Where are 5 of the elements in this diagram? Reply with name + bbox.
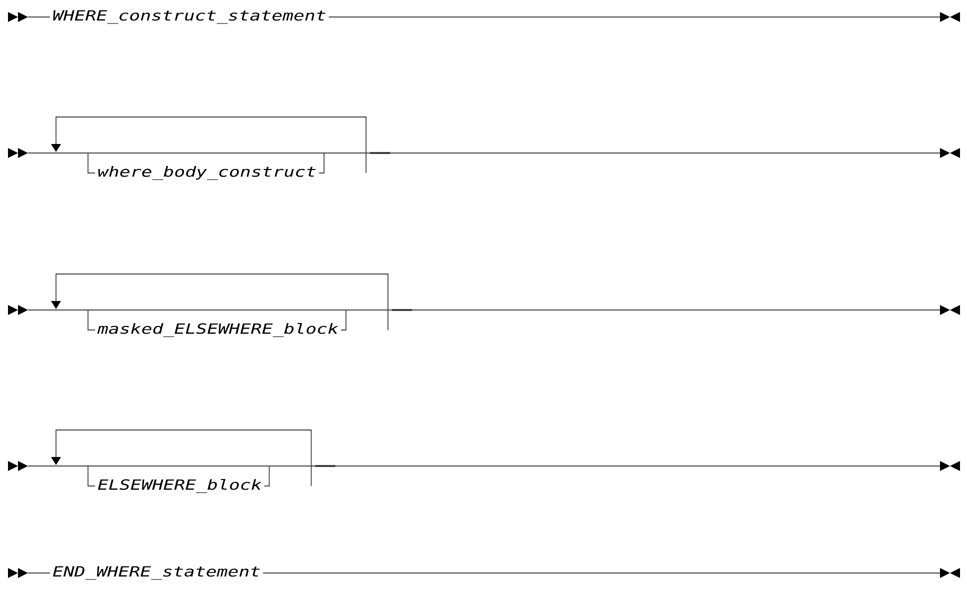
syntax-term: WHERE_construct_statement <box>53 10 326 24</box>
syntax-term: END_WHERE_statement <box>52 566 260 580</box>
syntax-term: where_body_construct <box>98 166 316 180</box>
syntax-term: masked_ELSEWHERE_block <box>97 323 338 337</box>
syntax-term: ELSEWHERE_block <box>98 478 262 493</box>
